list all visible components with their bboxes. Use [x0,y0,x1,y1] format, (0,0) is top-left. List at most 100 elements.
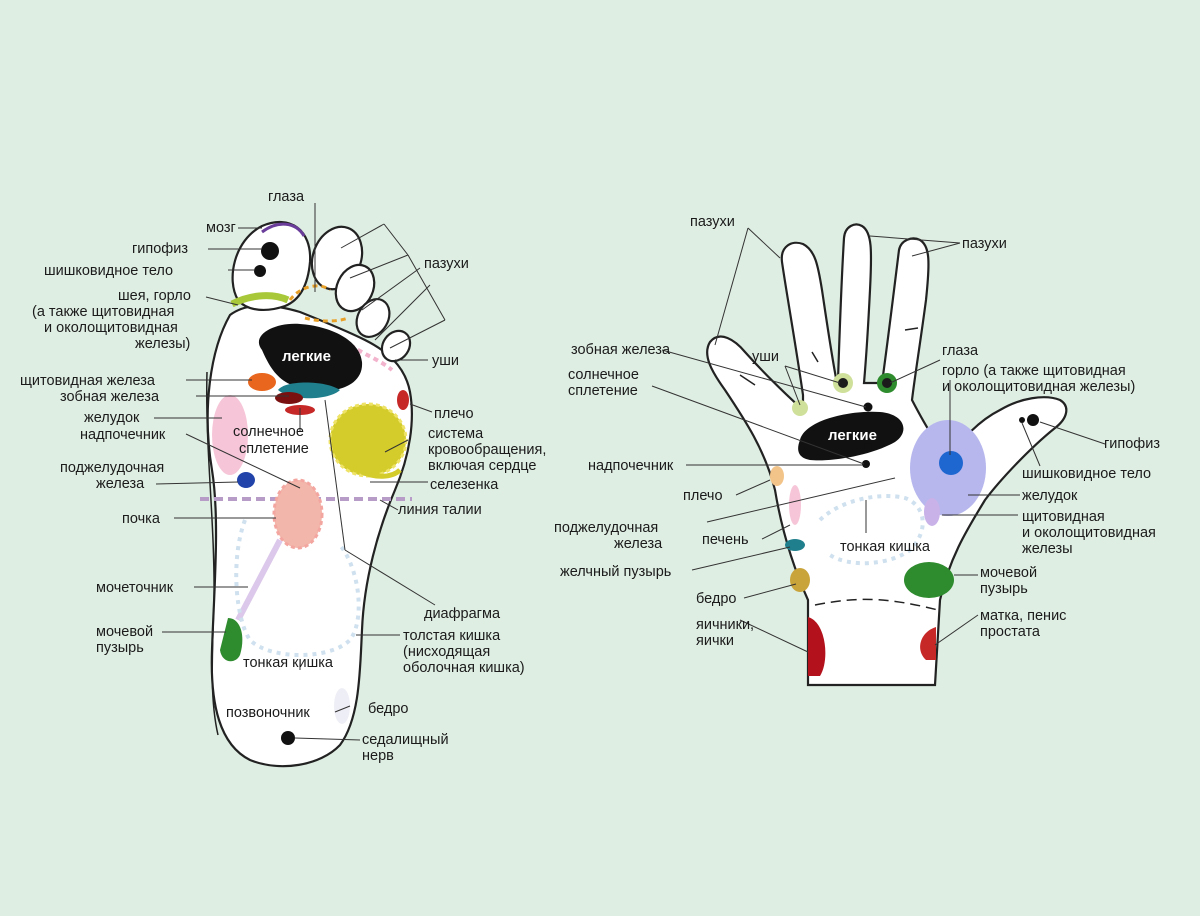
foot-pineal-dot [254,265,266,277]
foot-sciatic-dot [281,731,295,745]
foot-label-neck-3: и околощитовидная [44,320,178,336]
foot-label-bladder-1: мочевой [96,624,153,640]
foot-label-shoulder: плечо [434,406,474,422]
foot-label-colon-2: (нисходящая [403,644,490,660]
foot-circulation-organ [328,402,408,478]
foot-label-pituitary: гипофиз [132,241,188,257]
foot-label-neck-2: (а также щитовидная [32,304,174,320]
foot-lungs-label: легкие [282,348,331,365]
foot-label-thymus: зобная железа [60,389,160,405]
hand-eyes-dot-inner [882,378,892,388]
foot-label-thyroid: щитовидная железа [20,373,156,389]
hand-label-solar-2: сплетение [568,383,638,399]
hand-label-thyroid-1: щитовидная [1022,509,1105,525]
foot-label-ureter: мочеточник [96,580,174,596]
foot-label-small-int: тонкая кишка [243,655,334,671]
foot-label-circ-2: кровообращения, [428,442,546,458]
hand-label-uterus-1: матка, пенис [980,608,1066,624]
foot-bladder-organ [220,618,243,662]
foot-shoulder-organ [397,390,409,410]
hand-label-sinuses-left: пазухи [690,214,735,230]
hand-label-eyes: глаза [942,343,979,359]
hand-ovaries-organ [808,617,826,676]
hand-label-stomach: желудок [1022,488,1078,504]
hand-label-bladder-1: мочевой [980,565,1037,581]
hand-gallbladder-organ [785,539,805,551]
foot-neck-mark [230,292,290,308]
hand-label-pituitary: гипофиз [1104,436,1160,452]
foot-leader-lines [154,203,446,741]
foot-lungs-organ [258,323,363,391]
hand-label-liver: печень [702,532,749,548]
hand-leader-lines [651,227,1106,653]
foot-kidney-organ [272,478,324,550]
foot-label-neck-4: железы) [135,336,190,352]
foot-label-sciatic-2: нерв [362,748,394,764]
foot-label-spine: позвоночник [226,705,310,721]
foot-label-waist: линия талии [398,502,482,518]
foot-label-eyes: глаза [268,189,305,205]
hand-stomach-lower [924,498,940,526]
hand-label-thymus: зобная железа [571,342,671,358]
hand-label-ovaries-2: яички [696,633,734,649]
foot-label-bladder-2: пузырь [96,640,144,656]
hand-label-ears: уши [752,349,779,365]
hand-thymus-dot [863,402,873,412]
foot-diagram: легкие [20,189,546,768]
hand-diagram: легкие [554,214,1160,687]
hand-adrenal-dot [864,443,872,451]
foot-label-stomach: желудок [84,410,140,426]
hand-ears-dot-inner [838,378,848,388]
hand-solar-dot [862,460,870,468]
foot-hip-zone [334,688,350,724]
foot-label-sinuses: пазухи [424,256,469,272]
foot-label-kidney: почка [122,511,161,527]
foot-label-pancreas-2: железа [96,476,145,492]
foot-label-hip: бедро [368,701,408,717]
foot-label-circ-3: включая сердце [428,458,536,474]
hand-pancreas-organ [789,485,801,525]
foot-spleen-organ [360,468,402,479]
foot-label-neck-1: шея, горло [118,288,191,304]
hand-label-pancreas-1: поджелудочная [554,520,658,536]
hand-pineal-dot [1019,417,1025,423]
hand-label-small-int: тонкая кишка [840,539,931,555]
hand-label-adrenal: надпочечник [588,458,674,474]
foot-eyes-mark [288,284,331,301]
hand-label-sinuses-right: пазухи [962,236,1007,252]
hand-label-thyroid-2: и околощитовидная [1022,525,1156,541]
foot-label-colon-3: оболочная кишка) [403,660,525,676]
hand-lungs-label: легкие [828,427,877,444]
foot-label-sciatic-1: седалищный [362,732,449,748]
foot-label-circ-1: система [428,426,484,442]
foot-label-spleen: селезенка [430,477,499,493]
hand-label-bladder-2: пузырь [980,581,1028,597]
foot-label-colon-1: толстая кишка [403,628,501,644]
hand-uterus-organ [920,627,936,660]
foot-label-adrenal: надпочечник [80,427,166,443]
foot-thymus-organ [275,392,303,404]
hand-lungs-organ [798,411,904,461]
foot-toe-5 [380,329,412,363]
hand-pituitary-dot [1027,414,1039,426]
hand-shoulder-organ [770,466,784,486]
foot-thyroid-organ [248,373,276,391]
foot-label-pancreas-1: поджелудочная [60,460,164,476]
hand-label-solar-1: солнечное [568,367,639,383]
foot-label-solar-2: сплетение [239,441,309,457]
foot-ureter [235,538,283,622]
hand-bladder-organ [904,562,954,598]
hand-label-hip: бедро [696,591,736,607]
foot-inner-line [206,371,219,736]
foot-big-toe [231,220,312,312]
hand-label-thyroid-3: железы [1022,541,1073,557]
foot-sinus-dash [304,316,349,323]
hand-label-shoulder: плечо [683,488,723,504]
foot-stomach-zone [212,395,248,475]
hand-label-throat-1: горло (а также щитовидная [942,363,1126,379]
hand-thyroid-organ [939,451,963,475]
foot-label-diaphragm: диафрагма [424,606,501,622]
foot-pituitary-dot [261,242,279,260]
hand-label-pancreas-2: железа [614,536,663,552]
